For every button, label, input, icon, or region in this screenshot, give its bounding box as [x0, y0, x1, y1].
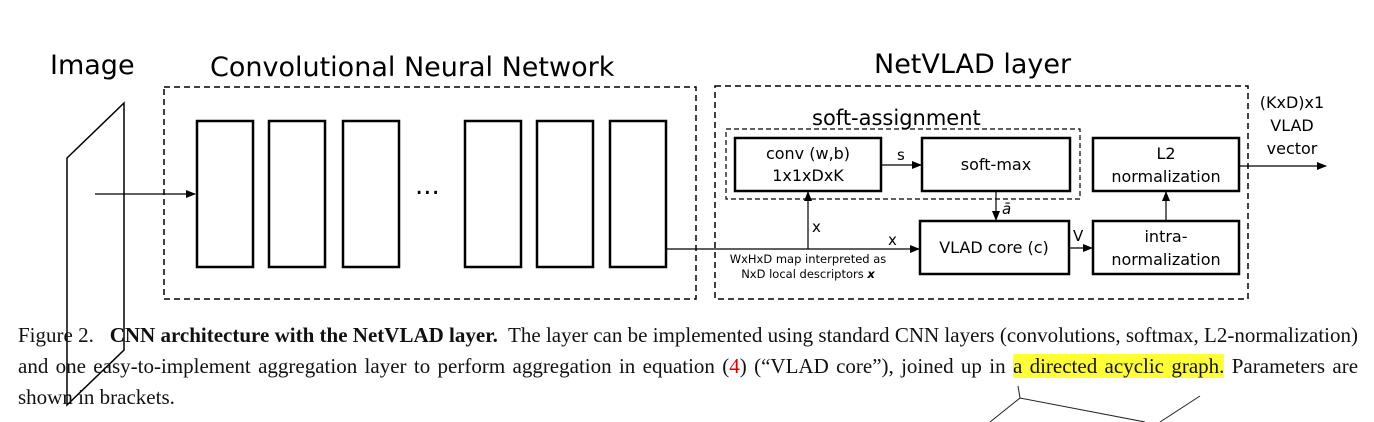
l2-normalization-label: L2: [1156, 144, 1175, 163]
vlad-core-box: [918, 219, 1071, 276]
edge-label-x-up: x: [812, 218, 821, 236]
cnn-container: [163, 86, 697, 300]
cnn-layer-box: [608, 119, 668, 269]
cnn-layer-box: [463, 119, 523, 269]
netvlad-container: [714, 85, 1249, 300]
edge-label-v: V: [1073, 227, 1084, 245]
intra-normalization-label-2: normalization: [1111, 250, 1220, 269]
edge-label-x-right: x: [888, 231, 897, 249]
caption-text-1: The layer can be implemented using stand…: [18, 323, 1358, 378]
equation-reference-link[interactable]: 4: [729, 354, 740, 378]
caption-bold-title: CNN architecture with the NetVLAD layer.: [109, 323, 498, 347]
l2-normalization-box: [1091, 136, 1241, 193]
map-note-line-1: WxHxD map interpreted as: [730, 252, 887, 266]
l2-normalization-label-2: normalization: [1111, 167, 1220, 186]
output-label-vlad: VLAD: [1270, 116, 1314, 135]
cnn-layer-box: [195, 119, 255, 269]
figure-caption: Figure 2. CNN architecture with the NetV…: [18, 320, 1358, 413]
output-label-vector: vector: [1267, 139, 1318, 158]
input-image-plane: [66, 101, 125, 407]
conv-box-dims: 1x1xDxK: [772, 166, 844, 185]
softmax-box: [920, 136, 1072, 193]
softmax-box-label: soft-max: [961, 155, 1031, 174]
soft-assignment-group: [725, 128, 1081, 200]
edge-label-s: s: [897, 146, 905, 164]
output-label-dims: (KxD)x1: [1260, 93, 1324, 112]
figure-label: Figure 2.: [18, 323, 94, 347]
vlad-core-label: VLAD core (c): [939, 238, 1049, 257]
highlighted-text: a directed acyclic graph.: [1012, 354, 1225, 378]
intra-normalization-label: intra-: [1144, 227, 1187, 246]
cnn-title: Convolutional Neural Network: [210, 52, 615, 83]
netvlad-title: NetVLAD layer: [874, 49, 1072, 80]
image-title: Image: [50, 50, 135, 81]
cnn-ellipsis: ...: [415, 171, 440, 201]
edge-label-a-bar: ā: [1002, 200, 1011, 218]
local-descriptor-symbol: x: [866, 267, 875, 281]
next-figure-fragment-3: [1159, 395, 1201, 422]
next-figure-fragment-2: [1017, 385, 1021, 399]
conv-box-label: conv (w,b): [766, 144, 850, 163]
caption-text-3: Parameters are shown in brackets.: [18, 354, 1359, 409]
caption-text-2: ) (“VLAD core”), joined up in: [739, 354, 1006, 378]
map-note-line-2: NxD local descriptors x: [741, 267, 875, 281]
intra-normalization-box: [1091, 219, 1241, 276]
cnn-layer-box: [267, 119, 327, 269]
soft-assignment-title: soft-assignment: [812, 106, 981, 130]
cnn-layer-box: [535, 119, 595, 269]
cnn-layer-box: [341, 119, 401, 269]
